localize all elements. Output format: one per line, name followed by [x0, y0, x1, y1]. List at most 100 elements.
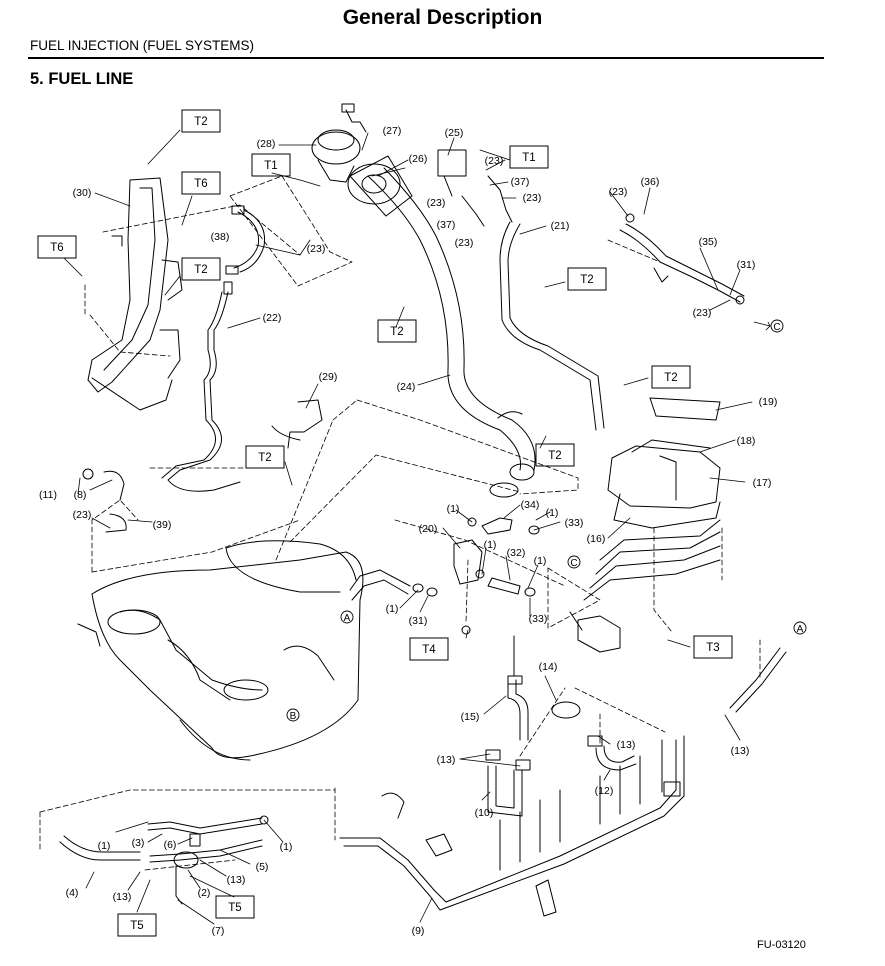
callout-2: (2): [198, 887, 211, 899]
torque-label-t2: T2: [390, 326, 403, 338]
connector-marker-c-mid: [567, 555, 581, 569]
torque-box-t5-right: [215, 895, 255, 919]
callout-25: (25): [445, 127, 464, 139]
callout-27: (27): [383, 125, 402, 137]
torque-box-t4: [409, 637, 449, 661]
torque-box-t1-right: [509, 145, 549, 169]
torque-box-t2-center: [377, 319, 417, 343]
callout-11: (11): [39, 489, 57, 501]
torque-box-t2-bracket: [651, 365, 691, 389]
section-heading: 5. FUEL LINE: [30, 70, 134, 88]
torque-box-t6-upper: [181, 171, 221, 195]
section-label: FUEL INJECTION (FUEL SYSTEMS): [30, 38, 255, 53]
torque-label-t4: T4: [422, 644, 436, 656]
torque-label-t1: T1: [522, 152, 535, 164]
callout-1: (1): [447, 503, 460, 515]
torque-label-t3: T3: [706, 642, 719, 654]
callout-16: (16): [587, 533, 606, 545]
callout-6: (6): [164, 839, 177, 851]
connector-letter-c: C: [570, 558, 577, 569]
callout-13: (13): [731, 745, 750, 757]
callout-1: (1): [546, 507, 559, 519]
torque-box-t3: [693, 635, 733, 659]
callout-13: (13): [617, 739, 636, 751]
connector-marker-a-right: [793, 621, 807, 635]
diagram-linework: [39, 103, 787, 925]
callout-20: (20): [419, 523, 438, 535]
callout-29: (29): [319, 371, 338, 383]
callout-28: (28): [257, 138, 276, 150]
callout-4: (4): [66, 887, 79, 899]
connector-letter-a: A: [797, 624, 804, 635]
torque-label-t1: T1: [264, 160, 277, 172]
torque-label-t5: T5: [130, 920, 143, 932]
callout-1: (1): [386, 603, 399, 615]
callout-23: (23): [485, 155, 504, 167]
callout-34: (34): [521, 499, 540, 511]
callout-19: (19): [759, 396, 778, 408]
callout-12: (12): [595, 785, 614, 797]
callout-33: (33): [565, 517, 584, 529]
title-divider: [28, 57, 824, 59]
callout-24: (24): [397, 381, 416, 393]
torque-box-t6-left: [37, 235, 77, 259]
torque-label-t5: T5: [228, 902, 241, 914]
callout-36: (36): [641, 176, 660, 188]
callout-35: (35): [699, 236, 718, 248]
callout-1: (1): [484, 539, 497, 551]
figure-id: FU-03120: [757, 939, 806, 951]
callout-22: (22): [263, 312, 282, 324]
callout-13: (13): [113, 891, 132, 903]
callout-13: (13): [437, 754, 456, 766]
callout-23: (23): [307, 243, 326, 255]
callout-21: (21): [551, 220, 570, 232]
callout-32: (32): [507, 547, 526, 559]
torque-box-t5-left: [117, 913, 157, 937]
torque-box-t2-right: [567, 267, 607, 291]
callout-30: (30): [73, 187, 92, 199]
callout-8: (8): [74, 489, 87, 501]
callout-3: (3): [132, 837, 145, 849]
callout-31: (31): [737, 259, 756, 271]
callout-23: (23): [455, 237, 474, 249]
callout-26: (26): [409, 153, 428, 165]
callout-14: (14): [539, 661, 558, 673]
callout-31: (31): [409, 615, 428, 627]
callout-7: (7): [212, 925, 225, 937]
connector-marker-a-tank: [340, 610, 354, 624]
callout-15: (15): [461, 711, 480, 723]
callout-13: (13): [227, 874, 246, 886]
torque-label-t2: T2: [258, 452, 271, 464]
torque-box-t1-left: [251, 153, 291, 177]
callout-10: (10): [475, 807, 494, 819]
page-title: General Description: [342, 6, 543, 29]
callout-23: (23): [693, 307, 712, 319]
torque-label-t2: T2: [580, 274, 593, 286]
torque-label-t2: T2: [664, 372, 677, 384]
torque-label-t2: T2: [194, 264, 207, 276]
torque-label-t6: T6: [50, 242, 63, 254]
callout-23: (23): [73, 509, 92, 521]
callout-23: (23): [523, 192, 542, 204]
callout-38: (38): [211, 231, 230, 243]
torque-box-t2-neck: [535, 443, 575, 467]
callout-39: (39): [153, 519, 172, 531]
torque-label-t2: T2: [194, 116, 207, 128]
callout-23: (23): [427, 197, 446, 209]
callout-17: (17): [753, 477, 772, 489]
connector-letter-c: C: [773, 322, 780, 333]
callout-1: (1): [280, 841, 293, 853]
connector-marker-c-right: [770, 319, 784, 333]
connector-letter-a: A: [344, 613, 351, 624]
connector-letter-b: B: [290, 711, 297, 722]
callout-5: (5): [256, 861, 269, 873]
callout-9: (9): [412, 925, 425, 937]
torque-label-t2: T2: [548, 450, 561, 462]
connector-marker-b-tank: [286, 708, 300, 722]
callout-18: (18): [737, 435, 756, 447]
callout-33: (33): [529, 613, 548, 625]
callout-37: (37): [511, 176, 530, 188]
torque-box-t2-harness: [245, 445, 285, 469]
torque-box-t2-mid: [181, 257, 221, 281]
